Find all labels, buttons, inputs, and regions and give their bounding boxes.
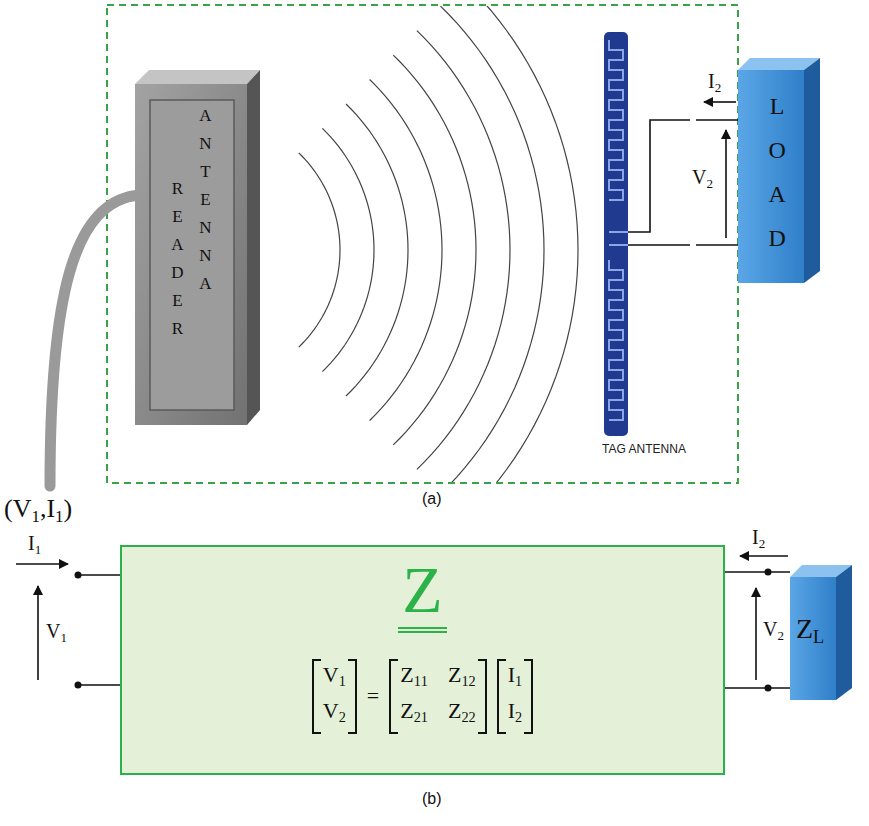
signal-label: I2 [708,70,721,96]
meander-line [609,40,628,420]
matrix-entry: V1 [323,661,346,695]
matrix-bracket: I1I2 [497,659,533,734]
dipole-body [604,32,628,436]
equals: = [367,682,379,710]
matrix-entry: = [367,682,379,710]
matrix-entry: Z21 [400,697,428,731]
node-label: TAG ANTENNA [598,442,690,457]
antenna-panel [150,100,234,410]
text-holder: READER [168,175,187,343]
matrix-entry: I1 [508,661,522,695]
terminal [75,682,82,689]
signal-label: V2 [763,618,784,644]
matrix-entry: Z12 [448,661,476,695]
box-border [121,546,724,774]
voltage-arrow [755,588,757,680]
text-holder: LOAD [764,84,790,260]
signal-label: V2 [692,166,713,192]
tag-antenna: TAG ANTENNA [598,28,696,473]
matrix-entry: Z22 [448,697,476,731]
current-arrow [740,555,788,557]
wave-arc [370,80,442,421]
matrix-entry: V2 [323,697,346,731]
load-impedance-box: ZL [790,565,852,700]
node-label: LOAD [764,84,790,260]
signal-label: (V1,I1) [4,494,72,527]
current-arrow [16,563,68,565]
text-holder: TAG ANTENNA [598,442,690,457]
tag-antenna-outline [598,28,690,473]
matrix-entry: Z11 [400,661,428,695]
wave-arc [346,104,408,396]
text-holder: ANTENNA [196,102,215,298]
wire [696,244,738,246]
matrix-entry: I2 [508,697,522,731]
voltage-arrow [37,586,39,680]
wave-arc [393,55,476,445]
field-region [107,5,738,483]
equation: V1V2 = Z11 Z12Z21 Z22 I1I2 [312,659,533,734]
signal-label: V1 [46,620,67,646]
bevel [247,70,260,425]
matrix-bracket: Z11 Z12Z21 Z22 [389,659,487,734]
wire [696,119,738,121]
feed-cable [50,195,140,486]
wave-arc [464,6,578,482]
bevel [135,70,260,84]
box-face [790,577,836,700]
matrix-symbol: Z [398,555,446,633]
panel-label: (b) [422,790,442,808]
load-box: LOAD [738,58,820,283]
node-label: ZL [796,613,824,653]
feed-wire [628,120,690,245]
node-label: ANTENNA [196,102,215,298]
box-face [738,70,804,283]
bevel [804,58,820,283]
impedance-matrix-box: Z V1V2 = Z11 Z12Z21 Z22 I1I2 [120,545,725,775]
wave-arc [299,153,340,347]
bevel [836,565,852,700]
antenna-face [135,84,247,425]
voltage-arrow [725,130,727,238]
terminal [75,572,82,579]
signal-label: I1 [28,532,41,558]
matrix-bracket: V1V2 [312,659,357,734]
port-wire [78,575,120,685]
box-content: Z V1V2 = Z11 Z12Z21 Z22 I1I2 [120,555,725,734]
current-arrow [704,101,736,103]
panel-label: (a) [422,490,442,508]
wave-arc [322,128,374,371]
radio-waves [299,6,578,482]
reader-antenna: READER ANTENNA [135,70,260,425]
node-label: READER [168,175,187,343]
signal-label: I2 [752,526,765,552]
wave-arc [440,6,544,482]
text-holder: ZL [796,613,824,653]
wire [725,571,790,573]
wire [725,687,790,689]
wave-arc [417,31,510,470]
reader-antenna-outline [135,70,260,425]
